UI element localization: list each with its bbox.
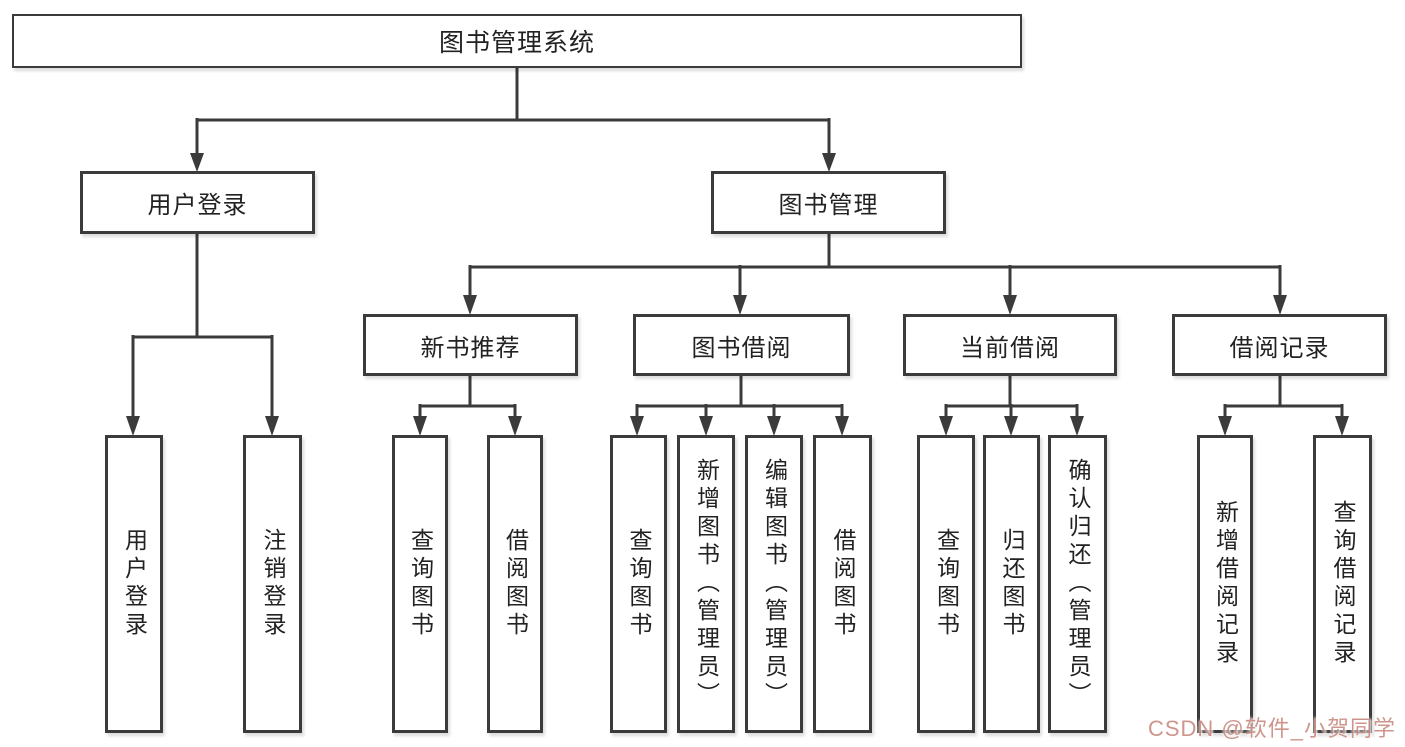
leaf-label: 借阅图书 (502, 528, 529, 640)
leaf-label: 查询图书 (933, 528, 960, 640)
node-label: 新书推荐 (420, 334, 521, 362)
leaf-query-books-current: 查询图书 (917, 435, 975, 733)
node-library-management-system: 图书管理系统 (12, 14, 1022, 68)
leaf-add-books-admin: 新增图书（管理员） (677, 435, 735, 733)
connector-user-login-branch (126, 232, 279, 436)
node-book-borrowing: 图书借阅 (633, 314, 850, 376)
node-user-login: 用户登录 (80, 171, 315, 234)
leaf-label: 新增借阅记录 (1212, 500, 1239, 668)
leaf-label: 查询图书 (626, 528, 652, 640)
leaf-label: 查询借阅记录 (1330, 500, 1356, 668)
leaf-confirm-return-admin: 确认归还（管理员） (1048, 435, 1107, 733)
node-label: 图书管理 (778, 192, 879, 219)
node-label: 用户登录 (147, 192, 248, 219)
leaf-borrow-books: 借阅图书 (813, 435, 872, 733)
connector-current-borrow-branch (939, 374, 1084, 436)
leaf-label: 借阅图书 (830, 528, 856, 640)
connector-new-book-branch (413, 374, 522, 436)
node-new-book-recommendation: 新书推荐 (363, 314, 578, 376)
node-label: 借阅记录 (1229, 334, 1330, 362)
leaf-query-borrow-record: 查询借阅记录 (1313, 435, 1372, 733)
connector-book-management-branch (463, 232, 1287, 315)
leaf-label: 查询图书 (407, 528, 434, 640)
csdn-watermark: CSDN @软件_小贺同学 (1147, 716, 1396, 741)
node-current-borrowing: 当前借阅 (903, 314, 1117, 376)
node-borrowing-records: 借阅记录 (1172, 314, 1387, 376)
leaf-label: 编辑图书（管理员） (761, 458, 788, 710)
connector-root-to-level2 (190, 64, 836, 172)
leaf-label: 新增图书（管理员） (693, 458, 720, 710)
leaf-label: 确认归还（管理员） (1065, 458, 1091, 710)
leaf-return-books: 归还图书 (983, 435, 1040, 733)
leaf-query-books-recommend: 查询图书 (392, 435, 448, 733)
leaf-query-books-borrowing: 查询图书 (610, 435, 667, 733)
leaf-label: 注销登录 (260, 528, 286, 640)
node-book-management: 图书管理 (711, 171, 946, 234)
leaf-logout: 注销登录 (243, 435, 302, 733)
leaf-label: 归还图书 (999, 528, 1025, 640)
connector-borrow-records-branch (1218, 374, 1349, 436)
leaf-edit-books-admin: 编辑图书（管理员） (745, 435, 803, 733)
leaf-borrow-books-recommend: 借阅图书 (487, 435, 543, 733)
connector-book-borrow-branch (630, 374, 849, 436)
node-label: 图书管理系统 (438, 29, 595, 57)
node-label: 当前借阅 (960, 334, 1060, 362)
leaf-user-login: 用户登录 (105, 435, 163, 733)
leaf-add-borrow-record: 新增借阅记录 (1197, 435, 1253, 733)
leaf-label: 用户登录 (121, 528, 148, 640)
node-label: 图书借阅 (691, 334, 792, 362)
